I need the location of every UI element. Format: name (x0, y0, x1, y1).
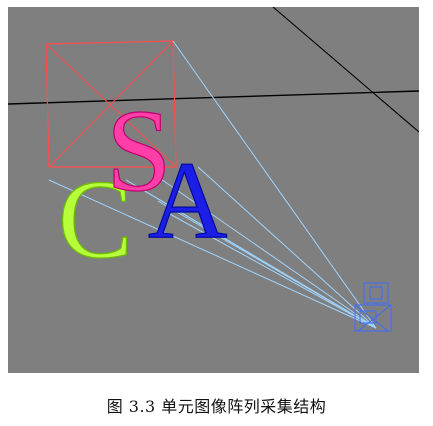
letter-c: C (58, 158, 133, 282)
frustum-lines (48, 40, 377, 329)
letter-s: S (106, 85, 172, 216)
camera-icon (354, 282, 392, 332)
figure-caption: 图 3.3 单元图像阵列采集结构 (106, 397, 327, 416)
3d-viewport: C S A (8, 7, 419, 373)
diagonal-grid-line (272, 7, 419, 133)
letter-a: A (148, 139, 227, 261)
frame-box (45, 40, 177, 168)
scene-svg: C S A (8, 7, 419, 332)
